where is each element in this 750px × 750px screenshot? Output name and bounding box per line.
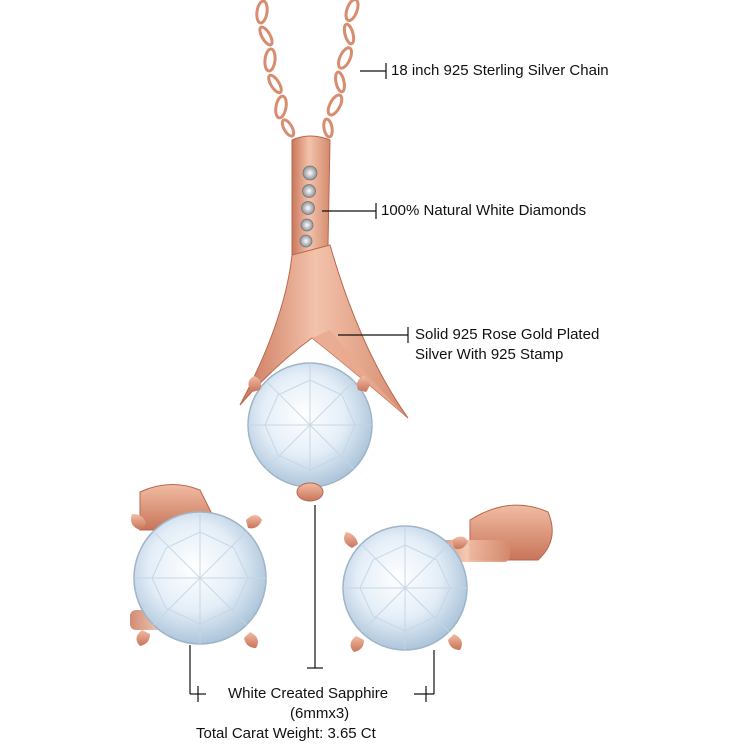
- accent-diamond: [301, 201, 315, 215]
- chain-right-strand: [322, 0, 360, 139]
- accent-diamond: [302, 165, 318, 181]
- stone-callout-label-line1: White Created Sapphire: [228, 685, 389, 702]
- stone-callout-label-line3: Total Carat Weight: 3.65 Ct: [196, 725, 376, 742]
- right-earring: [342, 504, 553, 652]
- accent-diamond: [302, 184, 316, 198]
- callout-lines: [189, 63, 435, 702]
- accent-diamond: [299, 234, 313, 248]
- metal-callout-label-line2: Silver With 925 Stamp: [415, 346, 564, 363]
- accent-diamond: [300, 218, 314, 232]
- diamonds-callout-label: 100% Natural White Diamonds: [381, 202, 587, 219]
- chain-left-strand: [255, 0, 296, 138]
- pendant: [239, 135, 409, 502]
- chain-callout-label: 18 inch 925 Sterling Silver Chain: [391, 62, 609, 79]
- left-earring: [130, 484, 267, 648]
- stone-callout-label-line2: (6mmx3): [290, 705, 350, 722]
- metal-callout-label-line1: Solid 925 Rose Gold Plated: [415, 326, 600, 343]
